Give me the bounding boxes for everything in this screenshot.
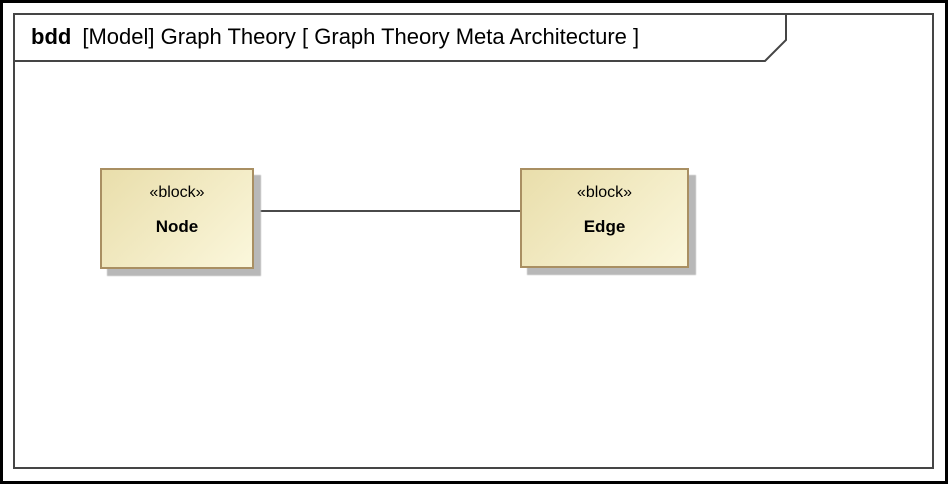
block-edge-stereotype: «block» xyxy=(576,184,633,201)
diagram-kind-keyword: bdd xyxy=(31,24,72,49)
block-node: «block» Node xyxy=(100,168,254,269)
diagram-title-label: [Model] Graph Theory [ Graph Theory Meta… xyxy=(82,24,640,49)
block-node-name: Node xyxy=(155,217,199,236)
diagram-title-tab xyxy=(13,13,787,62)
block-edge-name: Edge xyxy=(583,217,626,236)
block-node-stereotype: «block» xyxy=(149,184,205,201)
block-edge: «block» Edge xyxy=(520,168,689,268)
diagram-title: bdd [Model] Graph Theory [ Graph Theory … xyxy=(13,13,787,61)
